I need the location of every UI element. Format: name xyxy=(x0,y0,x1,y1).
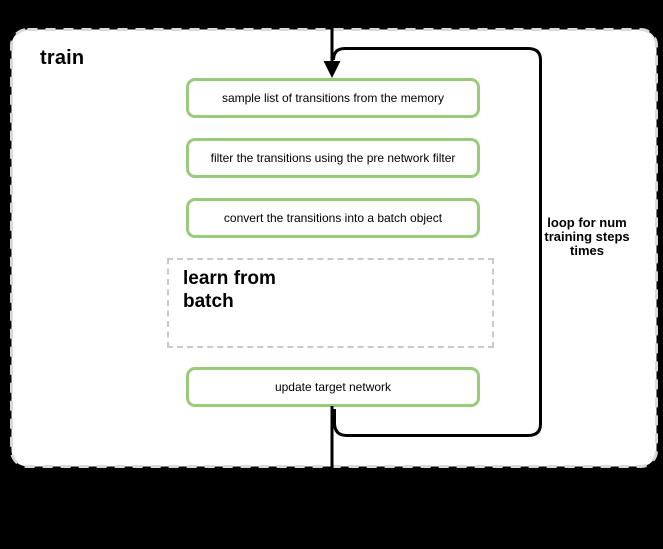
step-label: sample list of transitions from the memo… xyxy=(221,91,445,105)
flow-arrowhead-icon xyxy=(323,61,341,78)
step-sample-transitions: sample list of transitions from the memo… xyxy=(186,78,480,118)
loop-label: loop for num training steps times xyxy=(544,215,630,258)
step-filter-transitions: filter the transitions using the pre net… xyxy=(186,138,480,178)
container-title: train xyxy=(40,47,85,69)
step-label: update target network xyxy=(274,380,392,394)
step-convert-batch: convert the transitions into a batch obj… xyxy=(186,198,480,238)
step-label: convert the transitions into a batch obj… xyxy=(223,211,443,225)
step-label: filter the transitions using the pre net… xyxy=(210,151,456,165)
subprocess-learn-from-batch: learn from batch xyxy=(167,258,494,348)
subprocess-label: learn from batch xyxy=(183,268,276,312)
step-update-target-network: update target network xyxy=(186,367,480,407)
